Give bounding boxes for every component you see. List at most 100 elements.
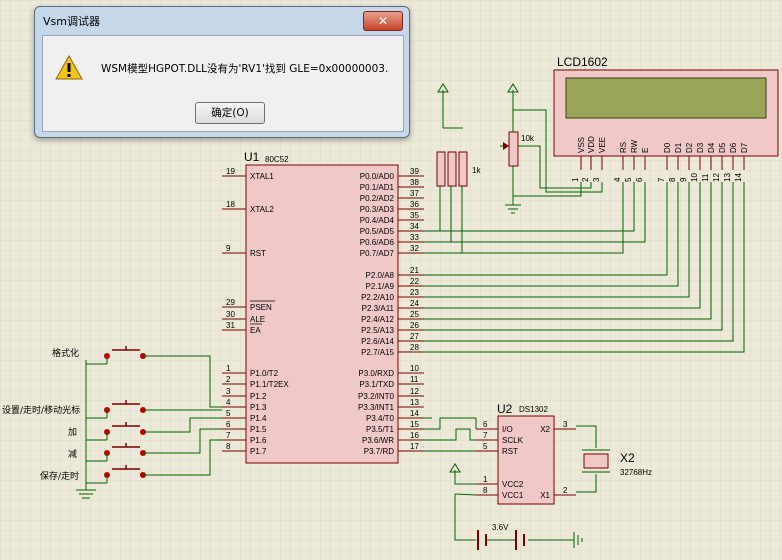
crystal-ref-label: X2 [620, 451, 635, 465]
mcu-right-pin-label: P0.1/AD1 [360, 183, 395, 192]
lcd-pin-number: 9 [679, 177, 688, 182]
close-button[interactable]: ✕ [363, 11, 403, 31]
mcu-right-pin-label: P0.3/AD3 [360, 205, 395, 214]
wire-segment [513, 182, 582, 197]
mcu-right-pin-number: 38 [410, 178, 419, 187]
mcu-right-pin-number: 12 [410, 387, 419, 396]
mcu-right-pin-number: 36 [410, 200, 419, 209]
lcd-pin-number: 2 [581, 177, 590, 182]
mcu-right-pin-number: 32 [410, 244, 419, 253]
mcu-right-pin-label: P2.5/A13 [361, 326, 394, 335]
mcu-left-pin-label: P1.7 [250, 447, 267, 456]
mcu-right-pin-number: 13 [410, 398, 419, 407]
ok-button[interactable]: 确定(O) [195, 102, 265, 124]
mcu-left-pin-number: 18 [226, 200, 235, 209]
wires [143, 109, 745, 496]
mcu-right-pin-label: P0.6/AD6 [360, 238, 395, 247]
rtc-ref-label: U2 [497, 402, 513, 416]
mcu-right-pin-label: P0.5/AD5 [360, 227, 395, 236]
lcd-pin-label: D4 [707, 142, 716, 153]
mcu-right-pin-number: 26 [410, 321, 419, 330]
mcu-right-pin-number: 17 [410, 442, 419, 451]
mcu-right-pin-number: 14 [410, 409, 419, 418]
lcd-pin-number: 14 [734, 173, 743, 182]
mcu-left-pin-label: EA [250, 326, 261, 335]
mcu-left-pin-number: 29 [226, 298, 235, 307]
mcu-right-pin-number: 34 [410, 222, 419, 231]
mcu-right-pin-number: 25 [410, 310, 419, 319]
pot-value-label: 10k [521, 134, 535, 143]
mcu-left-pin-number: 9 [226, 244, 231, 253]
resistor-pack[interactable]: 1k [436, 83, 481, 187]
mcu-left-pin-label: P1.4 [250, 414, 267, 423]
mcu-right-pin-number: 11 [410, 375, 419, 384]
dialog-title: Vsm调试器 [43, 15, 100, 28]
mcu-right-pin-number: 21 [410, 266, 419, 275]
potentiometer[interactable]: 10k [500, 83, 535, 214]
lcd-pin-number: 13 [723, 173, 732, 182]
lcd-pin-number: 3 [592, 177, 601, 182]
push-button[interactable]: 减 [68, 443, 146, 462]
button-label: 加 [68, 427, 77, 438]
mcu-left-pin-number: 7 [226, 431, 231, 440]
lcd-pin-label: D6 [729, 142, 738, 153]
mcu-left-pin-label: PSEN [250, 303, 272, 312]
mcu-right-pin-label: P2.0/A8 [366, 271, 395, 280]
lcd-module[interactable]: LCD1602 VSS1VDD2VEE3RS4RW5E6D07D18D29D31… [553, 55, 779, 182]
mcu-left-pin-label: XTAL1 [250, 172, 274, 181]
wire-segment [424, 182, 712, 320]
mcu-right-pin-number: 39 [410, 167, 419, 176]
mcu-left-pin-number: 6 [226, 420, 231, 429]
wire-segment [424, 182, 679, 287]
rtc-left-pin-label: SCLK [502, 436, 524, 445]
wire-segment [143, 439, 222, 476]
lcd-pin-number: 12 [712, 173, 721, 182]
lcd-pin-label: VDD [587, 136, 596, 153]
battery[interactable]: 3.6V [449, 463, 583, 550]
push-button[interactable]: 加 [68, 422, 146, 441]
rtc-part-label: DS1302 [519, 405, 548, 414]
lcd-screen [565, 77, 767, 119]
dialog-body: WSM模型HGPOT.DLL没有为'RV1'找到 GLE=0x00000003.… [42, 35, 404, 132]
mcu-right-pin-number: 16 [410, 431, 419, 440]
mcu-right-pin-number: 15 [410, 420, 419, 429]
mcu-right-pin-number: 35 [410, 211, 419, 220]
lcd-pin-number: 7 [657, 177, 666, 182]
wire-segment [424, 182, 734, 342]
button-label: 保存/走时 [40, 470, 79, 482]
mcu-left-pin-label: P1.5 [250, 425, 267, 434]
crystal-x2[interactable]: X2 32768Hz [576, 425, 652, 493]
lcd-pin-number: 11 [701, 173, 710, 182]
mcu-right-pin-number: 27 [410, 332, 419, 341]
mcu-left-pin-number: 4 [226, 398, 231, 407]
rtc-right-pin-number: 2 [563, 486, 568, 495]
mcu-right-pin-label: P2.1/A9 [366, 282, 395, 291]
mcu-ref-label: U1 [244, 150, 260, 164]
error-dialog[interactable]: Vsm调试器 ✕ WSM模型HGPOT.DLL没有为'RV1'找到 GLE=0x… [34, 6, 410, 138]
mcu-right-pin-label: P0.0/AD0 [360, 172, 395, 181]
mcu-right-pin-number: 37 [410, 189, 419, 198]
rtc-left-pin-number: 8 [483, 486, 488, 495]
mcu-right-pin-number: 28 [410, 343, 419, 352]
rtc-left-pin-number: 7 [483, 431, 488, 440]
mcu-80c52[interactable]: U1 80C52 19XTAL118XTAL29RST29PSEN30ALE31… [222, 150, 424, 464]
wire-segment [424, 428, 476, 441]
mcu-right-pin-label: P2.6/A14 [361, 337, 394, 346]
rtc-right-pin-number: 3 [563, 420, 568, 429]
mcu-left-pin-label: P1.6 [250, 436, 267, 445]
lcd-ref-label: LCD1602 [557, 55, 608, 69]
mcu-right-pin-label: P2.2/A10 [361, 293, 394, 302]
mcu-right-pin-label: P3.7/RD [364, 447, 394, 456]
lcd-pin-label: VSS [577, 137, 586, 153]
wire-segment [424, 417, 477, 430]
wire-segment [424, 182, 668, 276]
mcu-left-pin-number: 31 [226, 321, 235, 330]
mcu-right-pin-label: P0.2/AD2 [360, 194, 395, 203]
wire-segment [424, 182, 646, 243]
push-button[interactable]: 设置/走时/移动光标 [2, 400, 146, 419]
rtc-left-pin-label: VCC1 [502, 491, 524, 500]
lcd-pin-label: RS [619, 142, 628, 153]
wire-segment [143, 355, 222, 408]
